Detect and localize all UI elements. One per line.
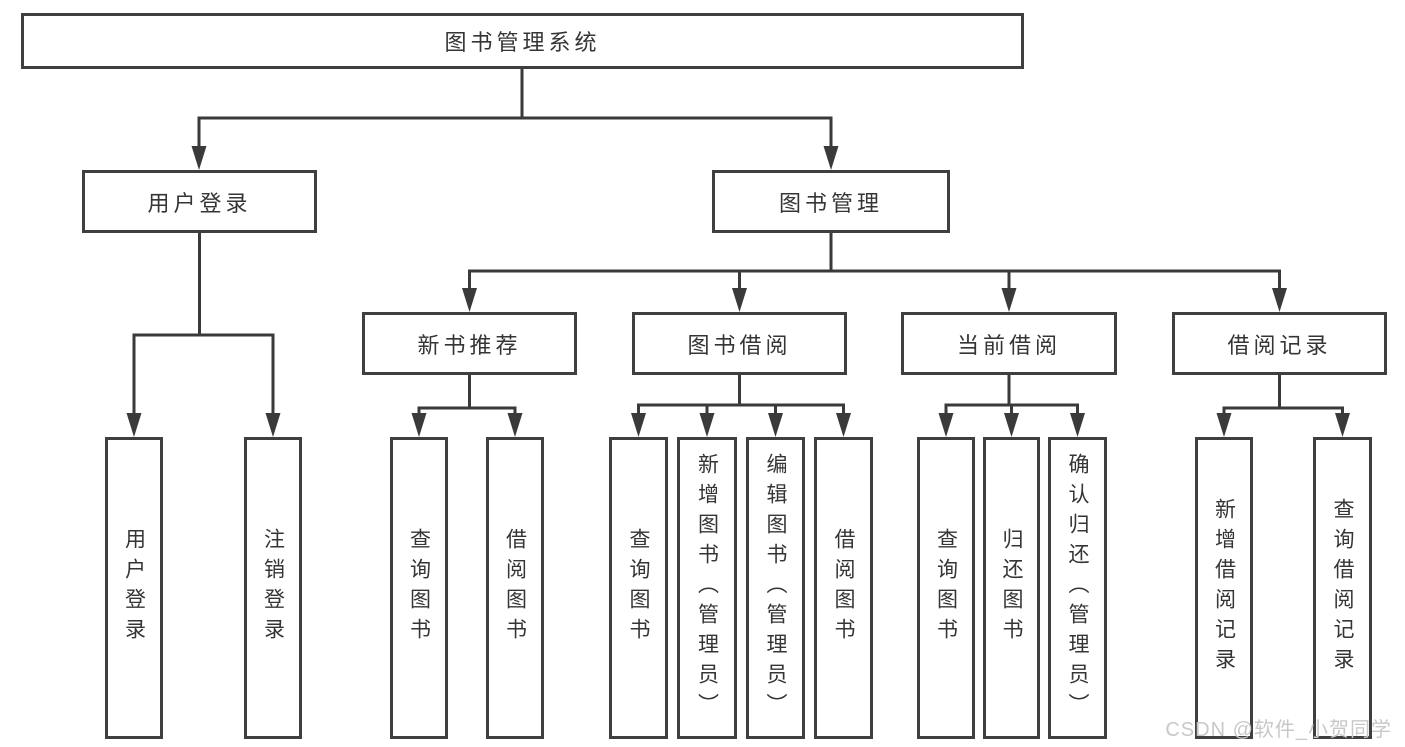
leaf-query-book-borrow: 查询图书 xyxy=(609,437,668,739)
leaf-label: 用户登录 xyxy=(122,528,146,648)
node-root: 图书管理系统 xyxy=(21,13,1024,69)
csdn-watermark: CSDN @软件_小贺同学 xyxy=(1165,719,1392,741)
leaf-query-book-recommend: 查询图书 xyxy=(390,437,448,739)
leaf-query-borrow-record: 查询借阅记录 xyxy=(1313,437,1372,739)
node-book-management: 图书管理 xyxy=(712,170,950,233)
node-user-login: 用户登录 xyxy=(82,170,317,233)
leaf-label: 借阅图书 xyxy=(832,528,855,648)
leaf-edit-book-admin: 编辑图书（管理员） xyxy=(746,437,805,739)
node-current-borrow: 当前借阅 xyxy=(901,312,1117,375)
leaf-return-book: 归还图书 xyxy=(983,437,1040,739)
leaf-label: 查询借阅记录 xyxy=(1331,498,1354,678)
leaf-label: 查询图书 xyxy=(407,528,431,648)
leaf-confirm-return-admin: 确认归还（管理员） xyxy=(1048,437,1107,739)
leaf-label: 新增图书（管理员） xyxy=(695,453,719,723)
leaf-label: 注销登录 xyxy=(261,528,285,648)
leaf-label: 查询图书 xyxy=(934,528,958,648)
leaf-label: 编辑图书（管理员） xyxy=(764,453,787,723)
leaf-label: 查询图书 xyxy=(627,528,650,648)
leaf-add-borrow-record: 新增借阅记录 xyxy=(1195,437,1253,739)
leaf-logout: 注销登录 xyxy=(244,437,302,739)
node-borrow-record: 借阅记录 xyxy=(1172,312,1387,375)
leaf-label: 确认归还（管理员） xyxy=(1066,453,1089,723)
node-new-book-recommend: 新书推荐 xyxy=(362,312,577,375)
leaf-query-book-current: 查询图书 xyxy=(917,437,975,739)
leaf-user-login: 用户登录 xyxy=(105,437,163,739)
leaf-label: 归还图书 xyxy=(1000,528,1023,648)
node-book-borrow: 图书借阅 xyxy=(632,312,847,375)
leaf-borrow-book-recommend: 借阅图书 xyxy=(486,437,544,739)
leaf-label: 借阅图书 xyxy=(503,528,527,648)
leaf-label: 新增借阅记录 xyxy=(1212,498,1236,678)
leaf-borrow-book-borrow: 借阅图书 xyxy=(814,437,873,739)
leaf-add-book-admin: 新增图书（管理员） xyxy=(677,437,737,739)
